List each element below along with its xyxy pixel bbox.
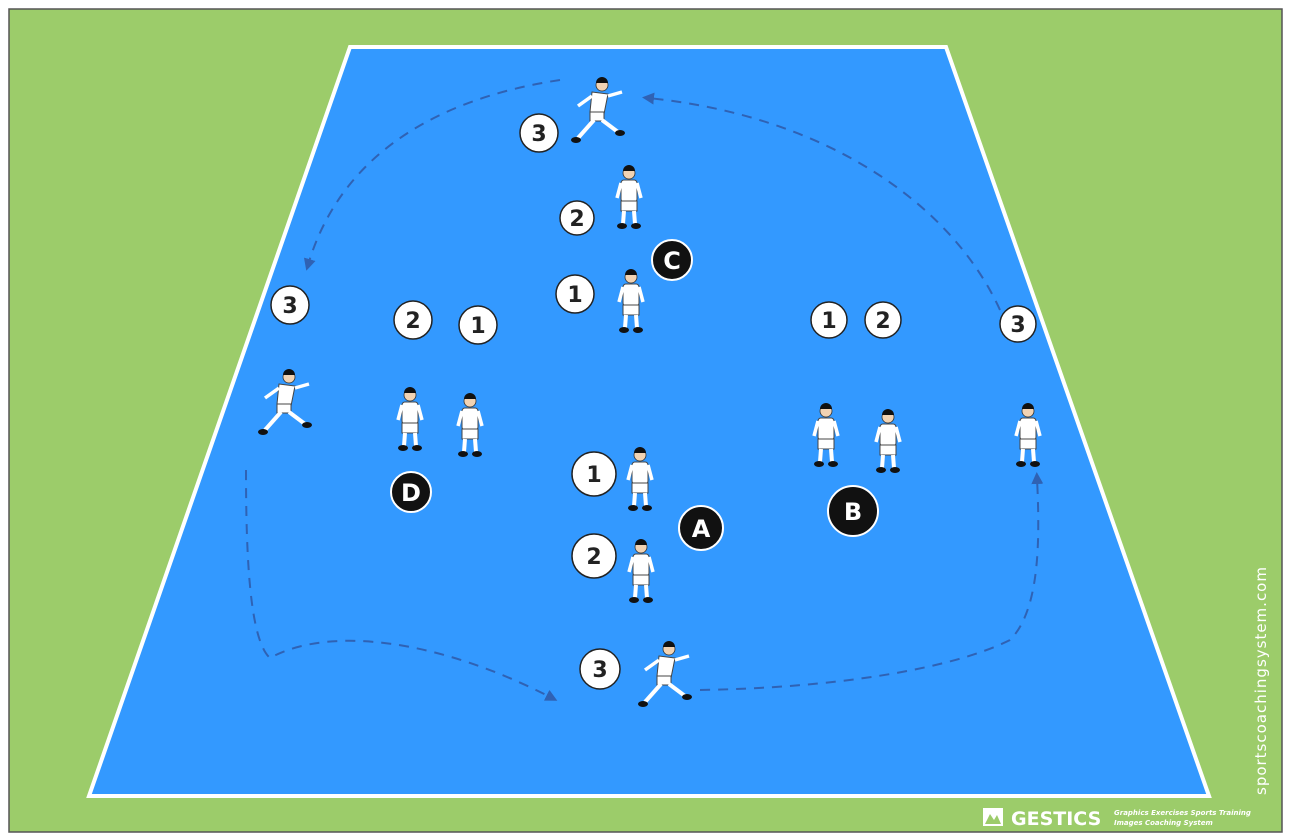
svg-text:3: 3: [531, 122, 546, 147]
brand-name: GESTICS: [1011, 808, 1101, 830]
marker-d3: 3: [271, 286, 309, 324]
svg-text:2: 2: [875, 309, 890, 334]
svg-text:B: B: [844, 498, 862, 526]
group-label-b: B: [828, 486, 878, 536]
svg-text:1: 1: [821, 309, 836, 334]
marker-a1: 1: [572, 452, 616, 496]
svg-text:3: 3: [592, 658, 607, 683]
marker-a2: 2: [572, 534, 616, 578]
marker-b1: 1: [811, 302, 847, 338]
svg-text:2: 2: [586, 545, 601, 570]
marker-c1: 1: [556, 275, 594, 313]
marker-d1: 1: [459, 306, 497, 344]
svg-text:3: 3: [1010, 313, 1025, 338]
marker-d2: 2: [394, 301, 432, 339]
svg-text:A: A: [692, 515, 711, 543]
svg-text:2: 2: [569, 207, 584, 232]
svg-text:1: 1: [567, 283, 582, 308]
group-label-d: D: [391, 472, 431, 512]
svg-text:D: D: [401, 479, 421, 507]
svg-text:3: 3: [282, 294, 297, 319]
brand-logo: GESTICS Graphics Exercises Sports Traini…: [983, 808, 1251, 830]
brand-tagline-1: Graphics Exercises Sports Training: [1114, 809, 1251, 817]
svg-text:1: 1: [586, 463, 601, 488]
svg-text:C: C: [663, 247, 681, 275]
svg-text:1: 1: [470, 314, 485, 339]
group-label-a: A: [679, 506, 723, 550]
marker-c3: 3: [520, 114, 558, 152]
watermark: sportscoachingsystem.com: [1252, 566, 1270, 795]
group-label-c: C: [652, 240, 692, 280]
marker-b3: 3: [1000, 306, 1036, 342]
svg-text:2: 2: [405, 309, 420, 334]
marker-a3: 3: [580, 649, 620, 689]
marker-b2: 2: [865, 302, 901, 338]
brand-tagline-2: Images Coaching System: [1114, 819, 1213, 827]
marker-c2: 2: [560, 201, 594, 235]
